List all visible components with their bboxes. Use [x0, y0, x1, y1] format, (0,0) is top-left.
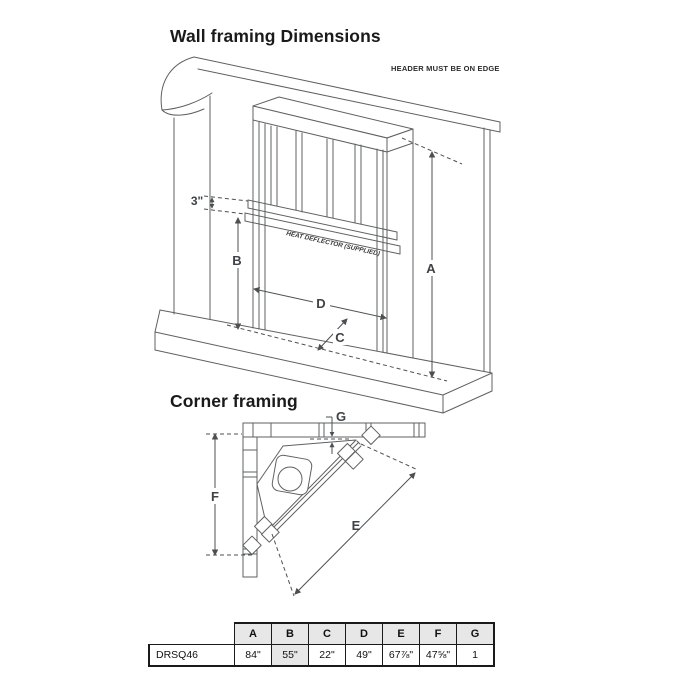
corner-framing-title: Corner framing: [170, 391, 298, 411]
value-a: 84": [234, 644, 272, 667]
col-header-f: F: [419, 622, 457, 645]
value-c: 22": [308, 644, 346, 667]
dim-label-b: B: [232, 253, 241, 268]
table-header-row: A B C D E F G: [149, 622, 495, 645]
fireplace-unit: [242, 425, 381, 555]
col-header-b: B: [271, 622, 309, 645]
dimension-spec-table: A B C D E F G DRSQ46 84" 55" 22" 49" 67⅞…: [148, 622, 495, 667]
spacer-block: [345, 451, 364, 470]
corner-stud: [361, 425, 381, 445]
value-e: 67⅞": [382, 644, 420, 667]
cripple-studs: [270, 125, 362, 225]
label-backing: [208, 488, 223, 504]
spacer-block: [261, 524, 280, 543]
empty-corner-cell: [149, 623, 235, 645]
heat-deflector-label: HEAT DEFLECTOR (SUPPLIED): [286, 230, 381, 258]
value-g: 1: [456, 644, 495, 667]
dim-label-g: G: [336, 409, 346, 424]
dim-label-a: A: [426, 261, 436, 276]
torn-wall-edge: [160, 56, 213, 116]
dim-label-f: F: [211, 489, 219, 504]
header-on-edge-note: HEADER MUST BE ON EDGE: [391, 64, 500, 73]
label-backing: [230, 252, 245, 268]
label-backing: [313, 295, 330, 311]
col-header-d: D: [345, 622, 383, 645]
left-wall: [242, 436, 258, 578]
wall-framing-diagram: HEAT DEFLECTOR (SUPPLIED) A: [154, 56, 501, 414]
heat-deflector-board: [244, 212, 401, 255]
dim-label-d: D: [316, 296, 325, 311]
flue-collar: [271, 454, 313, 496]
top-wall: [242, 422, 426, 438]
col-header-c: C: [308, 622, 346, 645]
dim-label-e: E: [352, 518, 361, 533]
corner-framing-diagram: F E G: [206, 409, 426, 597]
wall-edges: [173, 95, 491, 373]
dim-label-c: C: [335, 330, 345, 345]
dim-label-3in: 3": [191, 194, 203, 208]
value-d: 49": [345, 644, 383, 667]
value-b: 55": [271, 644, 309, 667]
col-header-g: G: [456, 622, 495, 645]
model-cell: DRSQ46: [148, 644, 235, 667]
table-data-row: DRSQ46 84" 55" 22" 49" 67⅞" 47⅝" 1: [148, 644, 495, 667]
nailer-strip: [247, 199, 398, 241]
value-f: 47⅝": [419, 644, 457, 667]
header-on-edge: [252, 96, 414, 153]
label-backing: [424, 260, 439, 276]
corner-stud: [242, 535, 262, 555]
top-plate-band: [193, 56, 501, 133]
col-header-e: E: [382, 622, 420, 645]
label-backing: [333, 329, 348, 345]
wall-framing-title: Wall framing Dimensions: [170, 26, 381, 46]
col-header-a: A: [234, 622, 272, 645]
